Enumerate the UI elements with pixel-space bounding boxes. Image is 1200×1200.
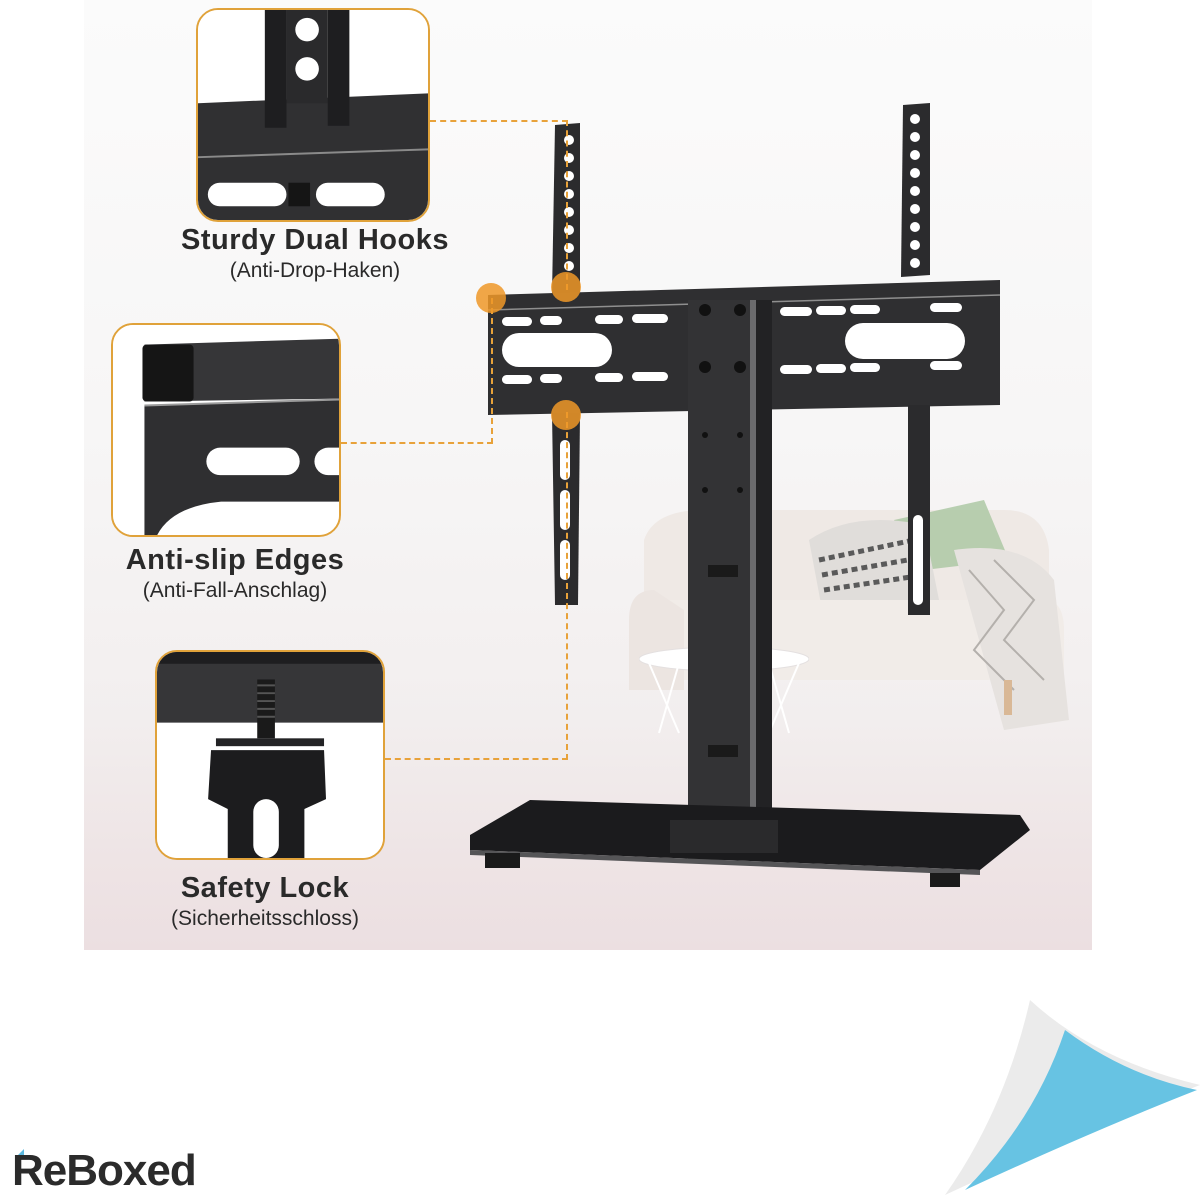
logo-accent-icon	[15, 1149, 24, 1158]
feature-title: Sturdy Dual Hooks	[181, 224, 449, 256]
highlight-dot-lock	[551, 400, 581, 430]
feature-subtitle: (Anti-Drop-Haken)	[229, 259, 401, 282]
callout-safety-lock-closeup	[155, 650, 385, 860]
tv-stand-product	[460, 95, 1040, 895]
brand-logo: ReBoxed	[12, 1146, 197, 1195]
feature-label-anti-slip-edges: Anti-slip Edges (Anti-Fall-Anschlag)	[90, 544, 380, 603]
connector-line-edges	[341, 298, 493, 444]
feature-title: Safety Lock	[180, 872, 350, 904]
callout-anti-slip-edges-closeup	[111, 323, 341, 537]
highlight-dot-hook	[551, 272, 581, 302]
feature-subtitle: (Sicherheitsschloss)	[171, 907, 359, 930]
connector-line-hooks	[430, 120, 568, 290]
page-curl-icon	[935, 990, 1200, 1200]
feature-label-dual-hooks: Sturdy Dual Hooks (Anti-Drop-Haken)	[140, 224, 490, 283]
feature-label-safety-lock: Safety Lock (Sicherheitsschloss)	[125, 872, 405, 931]
highlight-dot-anti-slip	[476, 283, 506, 313]
feature-subtitle: (Anti-Fall-Anschlag)	[142, 579, 328, 602]
feature-title: Anti-slip Edges	[125, 544, 345, 576]
callout-dual-hooks-closeup	[196, 8, 430, 222]
connector-line-lock	[385, 412, 568, 760]
